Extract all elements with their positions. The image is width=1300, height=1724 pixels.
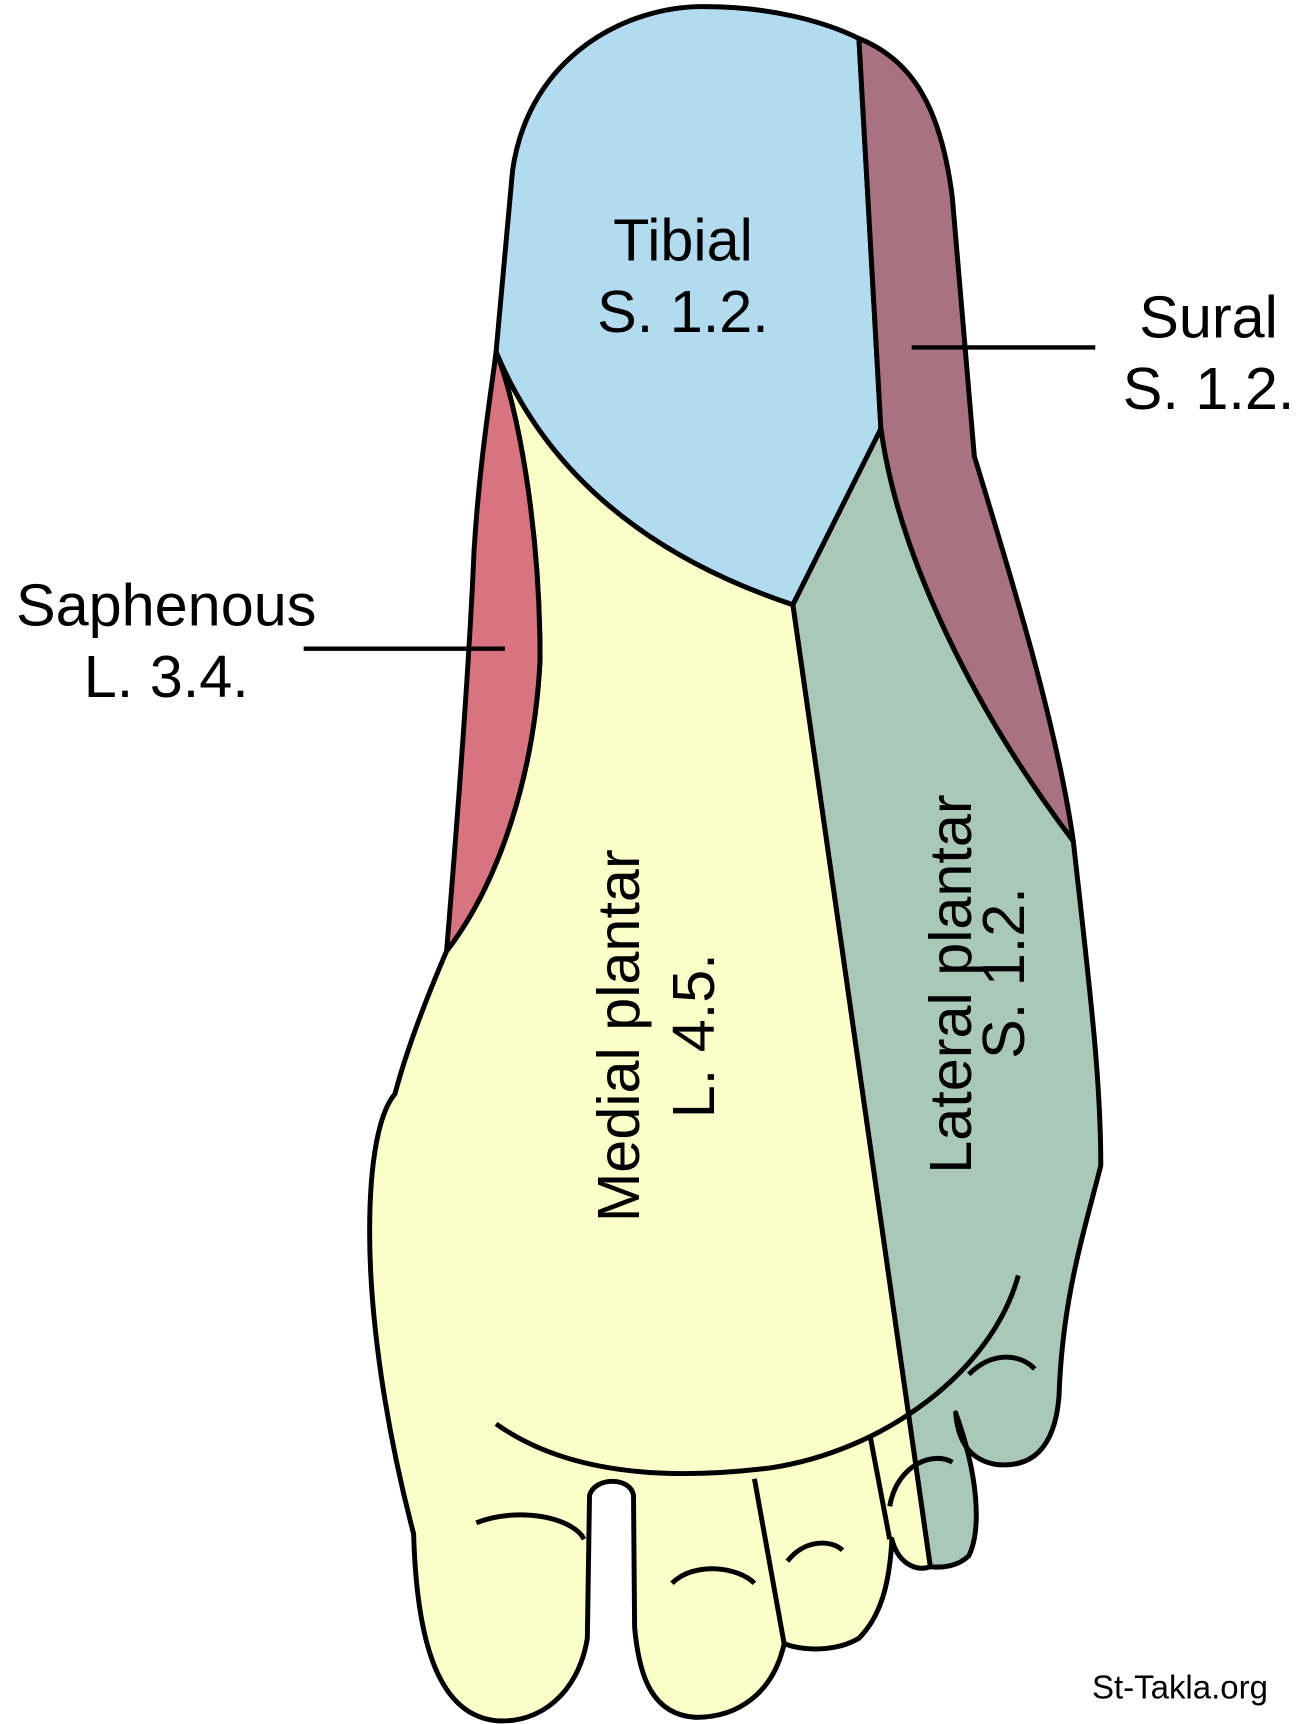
tibial-label: Tibial	[613, 207, 753, 274]
region-tibial	[493, 4, 884, 608]
sural-roots: S. 1.2.	[1123, 355, 1295, 422]
lateral-plantar-roots: S. 1.2.	[970, 887, 1037, 1059]
region-saphenous	[444, 349, 543, 954]
medial-plantar-roots: L. 4.5.	[660, 953, 727, 1118]
outline-details	[475, 1274, 1037, 1645]
sural-label: Sural	[1139, 284, 1278, 351]
saphenous-label: Saphenous	[16, 572, 316, 639]
watermark: St-Takla.org	[1092, 1669, 1268, 1706]
tibial-roots: S. 1.2.	[597, 278, 769, 345]
region-lateral-plantar	[790, 426, 1104, 1570]
lateral-plantar-label: Lateral plantar	[917, 794, 984, 1174]
saphenous-roots: L. 3.4.	[84, 643, 249, 710]
medial-plantar-label: Medial plantar	[585, 849, 652, 1222]
